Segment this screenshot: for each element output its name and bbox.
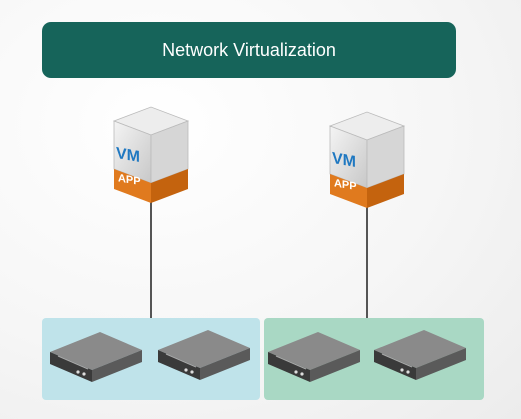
- vm-label: VM: [332, 149, 356, 171]
- vm-cube-right: VM APP: [327, 110, 407, 210]
- server-icon: [372, 326, 468, 382]
- server-icon: [266, 328, 362, 384]
- server-icon: [48, 328, 144, 384]
- vm-cube-left: VM APP: [111, 105, 191, 205]
- app-label: APP: [334, 177, 357, 193]
- connector-line-right: [366, 206, 368, 318]
- connector-line-left: [150, 198, 152, 318]
- diagram-title-banner: Network Virtualization: [42, 22, 456, 78]
- diagram-title: Network Virtualization: [162, 39, 336, 60]
- app-label: APP: [118, 172, 141, 188]
- vm-label: VM: [116, 144, 140, 166]
- server-icon: [156, 326, 252, 382]
